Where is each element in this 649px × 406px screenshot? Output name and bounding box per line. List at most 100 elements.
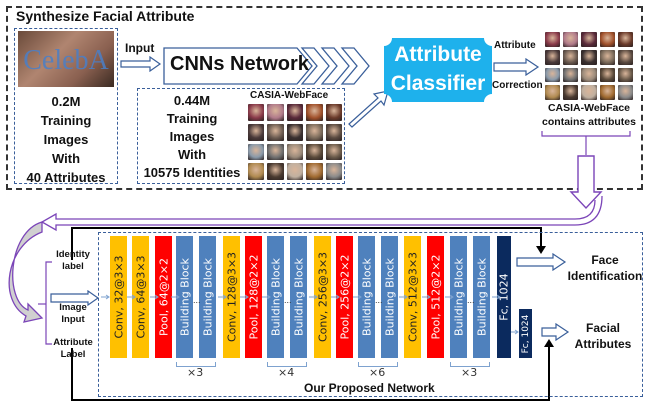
flow-arrow <box>240 294 249 300</box>
face-thumbnail <box>545 49 561 65</box>
classifier-label-line2: Classifier <box>390 72 486 95</box>
face-thumbnail <box>599 32 615 47</box>
result-caption-line2: contains attributes <box>542 116 636 128</box>
attribute-label-line1: Attribute <box>53 337 93 348</box>
face-thumbnail <box>325 163 342 180</box>
face-thumbnail <box>248 163 265 180</box>
face-thumbnail <box>248 143 265 161</box>
face-thumbnail <box>325 104 342 121</box>
flow-arrow <box>399 294 408 300</box>
repeat-count: ×3 <box>461 366 478 379</box>
correction-arrow <box>493 58 540 76</box>
face-thumbnail <box>267 104 284 121</box>
cnn-network-arrow <box>163 47 370 85</box>
face-thumbnail <box>286 163 304 180</box>
flow-arrow <box>422 294 431 300</box>
repeat-brace <box>176 362 216 367</box>
face-thumbnail <box>306 163 323 180</box>
face-thumbnail <box>306 123 323 141</box>
layer-fc: Fc, 1024 <box>497 236 511 358</box>
network-label: Our Proposed Network <box>304 381 435 395</box>
face-thumbnail <box>325 143 342 161</box>
image-input-line2: Input <box>61 314 85 325</box>
casia-line: 10575 Identities <box>143 165 241 180</box>
casia-line: Training <box>166 111 218 126</box>
face-thumbnail <box>286 143 304 161</box>
facial-attr-line2: Attributes <box>574 337 632 351</box>
ellipsis: ... <box>193 295 201 305</box>
casia-face-grid <box>248 104 342 180</box>
celeba-stats: 0.2M Training Images With 40 Attributes <box>14 92 118 187</box>
image-input-arrow <box>50 290 100 306</box>
layer-conv: Conv, 32@3×3 <box>110 236 127 358</box>
casia-box <box>137 88 345 184</box>
face-thumbnail <box>286 104 304 121</box>
face-thumbnail <box>599 85 615 100</box>
flow-arrow <box>353 294 362 300</box>
layer-pool: Pool, 256@2×2 <box>336 236 353 358</box>
identity-label: Identity label <box>50 249 96 273</box>
flow-arrow <box>511 329 519 335</box>
layer-bb: Building Block <box>199 236 216 358</box>
flow-arrow <box>101 294 110 300</box>
flow-arrow <box>127 294 136 300</box>
layer-bb: Building Block <box>358 236 375 358</box>
ellipsis: ... <box>375 295 383 305</box>
attribute-label-line2: Label <box>60 349 86 360</box>
image-input-label: Image Input <box>50 302 96 326</box>
face-thumbnail <box>599 67 615 83</box>
casia-stats: 0.44M Training Images With 10575 Identit… <box>138 92 246 182</box>
face-thumbnail <box>248 104 265 121</box>
face-thumbnail <box>267 163 284 180</box>
face-thumbnail <box>545 67 561 83</box>
layer-conv: Conv, 256@3×3 <box>314 236 331 358</box>
result-caption: CASIA-WebFace contains attributes <box>534 101 644 129</box>
face-thumbnail <box>306 104 323 121</box>
face-thumbnail <box>563 32 579 47</box>
face-thumbnail <box>617 49 633 65</box>
cnn-network-label: CNNs Network <box>170 53 309 75</box>
attribute-label: Attribute <box>494 40 536 51</box>
correction-label: Correction <box>492 80 543 91</box>
face-thumbnail <box>286 123 304 141</box>
input-arrow <box>120 56 162 72</box>
result-caption-line1: CASIA-WebFace <box>547 102 631 114</box>
face-thumbnail <box>545 85 561 100</box>
flow-arrow <box>492 294 501 300</box>
layer-pool: Pool, 64@2×2 <box>155 236 172 358</box>
classifier-label-line1: Attribute <box>394 43 482 66</box>
face-id-output-arrow <box>516 253 567 271</box>
identity-label-line1: Identity <box>56 249 90 260</box>
face-thumbnail <box>267 143 284 161</box>
face-thumbnail <box>563 85 579 100</box>
layer-bb: Building Block <box>176 236 193 358</box>
face-id-line1: Face <box>591 253 619 267</box>
face-thumbnail <box>563 67 579 83</box>
flow-arrow <box>331 294 340 300</box>
repeat-brace <box>358 362 398 367</box>
face-thumbnail <box>248 123 265 141</box>
face-thumbnail <box>306 143 323 161</box>
face-thumbnail <box>581 32 597 47</box>
repeat-count: ×4 <box>278 366 295 379</box>
layer-bb: Building Block <box>450 236 467 358</box>
layer-conv: Conv, 128@3×3 <box>223 236 240 358</box>
network-box <box>98 232 643 397</box>
celeba-line: 0.2M <box>51 94 81 109</box>
result-face-grid <box>545 32 633 100</box>
casia-line: 0.44M <box>173 93 211 108</box>
input-label: Input <box>125 41 155 55</box>
face-id-line2: Identification <box>567 269 643 283</box>
repeat-count: ×6 <box>369 366 386 379</box>
attributes-output-arrow <box>541 323 570 341</box>
layer-bb: Building Block <box>381 236 398 358</box>
layer-bb: Building Block <box>473 236 490 358</box>
face-thumbnail <box>581 67 597 83</box>
ellipsis: ... <box>284 295 292 305</box>
celeba-box <box>14 28 118 184</box>
face-identification-label: Face Identification <box>565 252 645 284</box>
facial-attr-line1: Facial <box>585 321 621 335</box>
